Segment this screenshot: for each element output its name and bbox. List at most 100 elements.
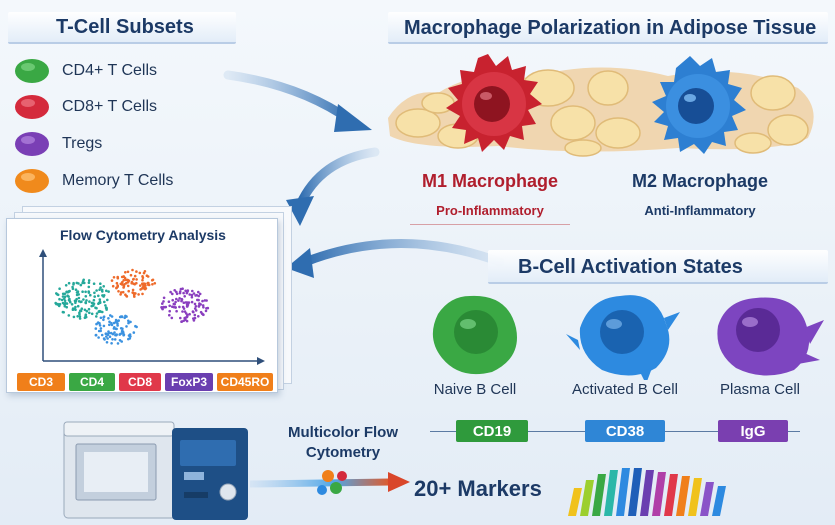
flow-marker-cd4: CD4 (69, 373, 115, 391)
scatter-dot-cluster-2 (124, 293, 127, 296)
scatter-dot-cluster-2 (131, 268, 134, 272)
arrow-head-1 (334, 104, 372, 132)
scatter-dot-cluster-2 (120, 283, 124, 286)
scatter-dot-cluster-3 (132, 331, 136, 334)
bcell-marker-cd19: CD19 (456, 420, 528, 442)
scatter-dot-cluster-2 (115, 286, 118, 290)
legend-item-memory: Memory T Cells (14, 166, 173, 196)
scatter-dot-cluster-1 (92, 298, 96, 302)
laser-beam-icon (250, 470, 410, 495)
bcell-header: B-Cell Activation States (488, 250, 828, 284)
scatter-dot-cluster-4 (170, 316, 174, 320)
scatter-dot-cluster-2 (151, 283, 154, 286)
tcell-title: T-Cell Subsets (56, 16, 194, 38)
scatter-dot-cluster-2 (133, 274, 137, 278)
scatter-dot-cluster-1 (74, 299, 77, 303)
plasma-cell-icon (717, 297, 824, 376)
scatter-dot-cluster-4 (162, 300, 165, 303)
scatter-dot-cluster-1 (94, 306, 97, 310)
m1-macrophage-icon (446, 54, 542, 152)
scatter-dot-cluster-4 (171, 292, 174, 296)
scatter-dot-cluster-1 (76, 290, 80, 293)
scatter-dot-cluster-1 (63, 297, 66, 301)
scatter-dot-cluster-1 (84, 290, 87, 294)
scatter-dot-cluster-1 (65, 302, 69, 305)
scatter-dot-cluster-4 (169, 290, 172, 294)
scatter-dot-cluster-1 (65, 305, 68, 309)
flow-marker-foxp3: FoxP3 (165, 373, 213, 391)
scatter-dot-cluster-4 (162, 296, 166, 300)
scatter-dot-cluster-4 (193, 316, 197, 320)
bcell-illustrations (432, 295, 824, 380)
activated-bcell-label: Activated B Cell (572, 381, 678, 398)
m1-label: M1 Macrophage (421, 171, 559, 191)
macrophage-title: Macrophage Polarization in Adipose Tissu… (404, 17, 817, 39)
scatter-dot-cluster-2 (139, 288, 142, 291)
scatter-dot-cluster-1 (75, 293, 79, 297)
scatter-dot-cluster-1 (105, 289, 108, 293)
scatter-dot-cluster-4 (181, 305, 185, 309)
legend-label-tregs: Tregs (62, 135, 103, 152)
scatter-dot-cluster-1 (67, 298, 71, 302)
bcell-title: B-Cell Activation States (518, 256, 743, 278)
scatter-dot-cluster-1 (80, 307, 84, 310)
scatter-dot-cluster-1 (78, 317, 82, 320)
scatter-dot-cluster-4 (164, 305, 168, 309)
scatter-dot-cluster-2 (141, 292, 144, 296)
scatter-dot-cluster-1 (54, 301, 57, 305)
scatter-dot-cluster-1 (97, 310, 101, 313)
legend-label-cd8: CD8+ T Cells (62, 98, 157, 115)
scatter-dot-cluster-1 (105, 306, 108, 309)
scatter-dot-cluster-1 (87, 285, 91, 289)
scatter-dot-cluster-2 (134, 292, 137, 295)
arrow-head-3 (286, 248, 314, 278)
scatter-dot-cluster-1 (74, 305, 77, 309)
scatter-dot-cluster-4 (184, 289, 187, 293)
scatter-dot-cluster-4 (205, 299, 208, 302)
flow-marker-cd45ro: CD45RO (217, 373, 273, 391)
scatter-dot-cluster-1 (74, 288, 78, 291)
scatter-dot-cluster-4 (188, 293, 191, 296)
scatter-dot-cluster-1 (72, 315, 76, 319)
scatter-dot-cluster-3 (115, 327, 118, 331)
scatter-dot-cluster-1 (65, 290, 68, 294)
scatter-dot-cluster-1 (102, 285, 105, 288)
scatter-dot-cluster-4 (190, 295, 194, 299)
scatter-dot-cluster-1 (85, 299, 88, 302)
scatter-dot-cluster-4 (179, 316, 182, 320)
scatter-dot-cluster-1 (83, 308, 87, 312)
scatter-dot-cluster-3 (98, 324, 102, 327)
scatter-dot-cluster-3 (118, 315, 122, 319)
scatter-dot-cluster-1 (78, 315, 82, 318)
scatter-dot-cluster-3 (110, 323, 114, 327)
scatter-dot-cluster-1 (104, 304, 107, 307)
scatter-dot-cluster-2 (122, 275, 125, 278)
scatter-dot-cluster-1 (99, 282, 102, 285)
scatter-dot-cluster-1 (92, 302, 96, 305)
scatter-dot-cluster-2 (119, 291, 123, 294)
scatter-dot-cluster-1 (101, 290, 104, 293)
scatter-dot-cluster-3 (102, 318, 105, 322)
scatter-dot-cluster-4 (194, 305, 198, 308)
scatter-dot-cluster-1 (90, 301, 94, 305)
scatter-dot-cluster-2 (117, 290, 120, 293)
scatter-dot-cluster-1 (95, 315, 98, 318)
scatter-dot-cluster-3 (129, 320, 132, 324)
scatter-dot-cluster-1 (87, 290, 90, 293)
scatter-dot-cluster-1 (77, 296, 81, 300)
memory-cell-icon (15, 169, 49, 193)
scatter-dot-cluster-3 (129, 335, 132, 338)
scatter-dot-cluster-4 (202, 313, 205, 317)
scatter-dot-cluster-3 (99, 327, 103, 330)
scatter-dot-cluster-1 (82, 278, 85, 282)
scatter-dot-cluster-2 (137, 293, 140, 296)
legend-item-tregs: Tregs (14, 129, 102, 159)
scatter-dot-cluster-1 (81, 290, 84, 293)
scatter-dot-cluster-3 (111, 332, 115, 336)
scatter-dot-cluster-2 (125, 278, 129, 282)
scatter-dot-cluster-4 (161, 302, 164, 305)
tcell-header: T-Cell Subsets (8, 12, 236, 44)
scatter-dot-cluster-1 (71, 287, 75, 291)
